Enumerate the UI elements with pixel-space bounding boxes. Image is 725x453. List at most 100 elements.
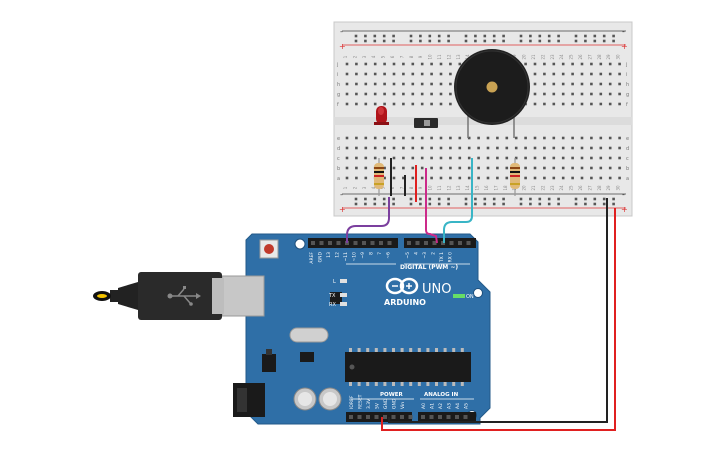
breadboard-hole (411, 176, 415, 180)
wire-magenta-pin5[interactable] (425, 168, 438, 244)
digital-pin-label: GND (318, 251, 324, 262)
breadboard-hole (411, 146, 415, 150)
breadboard-hole (345, 82, 349, 86)
row-label: g (626, 92, 629, 98)
column-number: 10 (428, 185, 433, 191)
breadboard-hole (590, 102, 593, 106)
rail-hole (364, 34, 367, 38)
breadboard-hole (430, 176, 433, 180)
rail-hole (373, 39, 377, 43)
breadboard-hole (411, 62, 415, 66)
rail-hole (538, 34, 542, 38)
breadboard-hole (392, 102, 396, 106)
breadboard-hole (524, 156, 527, 160)
breadboard-hole (552, 176, 556, 180)
breadboard-hole (430, 156, 433, 160)
rail-hole (464, 197, 468, 201)
breadboard-hole (449, 136, 452, 140)
rail-hole (428, 202, 432, 206)
breadboard-hole (618, 72, 621, 76)
arduino-uno-board[interactable]: ARDUINO UNO ON L TX RX DIGITAL (PWM ~) P… (221, 233, 491, 425)
wire-purple-pin13[interactable] (346, 197, 390, 243)
column-number: 14 (465, 54, 470, 60)
chip-pin (349, 348, 352, 352)
wire-black-gnd[interactable] (388, 198, 608, 423)
reset-button[interactable] (259, 239, 279, 259)
digital-pin-label: ~3 (422, 252, 428, 259)
rail-hole (538, 39, 542, 43)
power-pin-label: IOREF (349, 395, 355, 409)
breadboard-hole (618, 166, 621, 170)
rail-hole (492, 39, 496, 43)
breadboard-hole (430, 62, 433, 66)
rail-hole (447, 202, 450, 206)
rail-minus-sign-tl: - (340, 27, 343, 36)
header-socket (357, 415, 362, 419)
chip-pin (349, 382, 352, 386)
rail-hole (364, 202, 367, 206)
breadboard-hole (618, 176, 621, 180)
breadboard-hole (402, 136, 405, 140)
row-label: i (626, 72, 627, 78)
header-socket (374, 415, 379, 419)
breadboard-hole (420, 176, 424, 180)
breadboard-hole (552, 136, 556, 140)
breadboard-hole (571, 136, 574, 140)
usb-cable[interactable] (93, 272, 224, 320)
breadboard-hole (561, 62, 565, 66)
piezo-buzzer[interactable] (454, 49, 530, 138)
breadboard-hole (618, 92, 621, 96)
breadboard-hole (590, 166, 593, 170)
breadboard-hole (590, 146, 593, 150)
breadboard-hole (355, 92, 358, 96)
rail-hole (557, 202, 560, 206)
breadboard-hole (580, 166, 584, 170)
column-number: 25 (569, 54, 574, 60)
column-number: 23 (550, 54, 555, 60)
rail-hole (409, 34, 413, 38)
breadboard-hole (467, 136, 471, 140)
breadboard-hole (373, 62, 377, 66)
breadboard-hole (439, 72, 443, 76)
rail-hole (428, 197, 432, 201)
column-number: 4 (371, 55, 376, 58)
red-led[interactable] (374, 106, 389, 125)
breadboard-hole (505, 156, 509, 160)
digital-pwm-label: DIGITAL (PWM ~) (400, 264, 458, 271)
breadboard-hole (543, 62, 546, 66)
led-rx-label: RX (329, 302, 336, 308)
breadboard-hole (439, 166, 443, 170)
chip-pin (383, 382, 387, 386)
row-label: c (626, 156, 629, 162)
breadboard-hole (561, 146, 565, 150)
column-number: 11 (437, 54, 442, 60)
rail-hole (354, 197, 358, 201)
analog-pin-label: A3 (447, 403, 453, 409)
buzzer-center-icon (486, 81, 498, 93)
resistor-left[interactable] (374, 158, 384, 196)
breadboard-hole (345, 156, 349, 160)
rail-hole (612, 34, 615, 38)
breadboard-hole (524, 176, 527, 180)
breadboard-hole (514, 136, 518, 140)
column-number: 20 (522, 54, 527, 60)
column-number: 20 (522, 185, 527, 191)
column-number: 28 (597, 54, 602, 60)
wire-red-5v[interactable] (381, 208, 616, 431)
slide-switch[interactable] (414, 118, 438, 128)
resistor-right[interactable] (510, 158, 520, 196)
breadboard-hole (364, 82, 368, 86)
breadboard-hole (571, 62, 574, 66)
digital-pin-label: TX 1 (439, 252, 445, 263)
digital-pin-label: 2 (431, 252, 437, 255)
rail-hole (409, 39, 413, 43)
wire-cyan-pin3[interactable] (443, 158, 473, 243)
breadboard-hole (355, 146, 358, 150)
chip-pin (417, 348, 421, 352)
rail-hole (538, 202, 542, 206)
breadboard-hole (411, 72, 415, 76)
breadboard-hole (402, 176, 405, 180)
rail-hole (584, 202, 587, 206)
breadboard-hole (345, 146, 349, 150)
